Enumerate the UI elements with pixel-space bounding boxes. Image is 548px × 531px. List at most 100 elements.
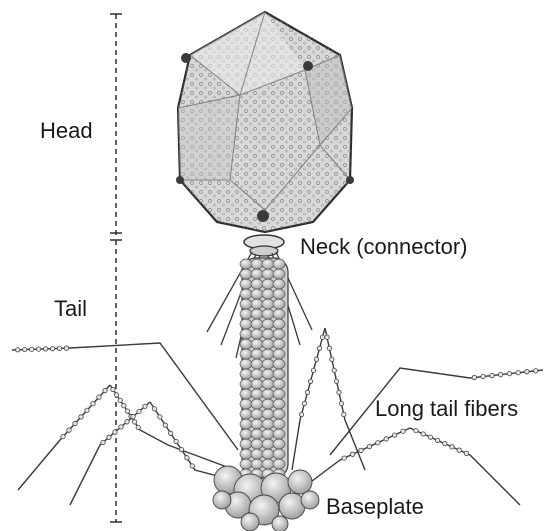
sheath-subunit xyxy=(240,319,252,329)
sheath-subunit xyxy=(240,289,252,299)
sheath-subunit xyxy=(240,459,252,469)
sheath-subunit xyxy=(240,269,252,279)
sheath-subunit xyxy=(262,299,274,309)
fiber-bead xyxy=(16,348,20,352)
sheath-subunit xyxy=(240,369,252,379)
sheath-subunit xyxy=(251,269,263,279)
baseplate-lobe xyxy=(241,513,259,531)
sheath-subunit xyxy=(251,419,263,429)
fiber-bead xyxy=(169,431,173,435)
sheath-subunit xyxy=(262,449,274,459)
sheath-subunit xyxy=(240,439,252,449)
sheath-subunit xyxy=(262,399,274,409)
fiber-bead xyxy=(36,347,40,351)
fiber-bead xyxy=(334,379,338,383)
sheath-subunit xyxy=(240,339,252,349)
sheath-subunit xyxy=(273,459,285,469)
fiber-bead xyxy=(137,409,141,413)
sheath-subunit xyxy=(251,259,263,269)
fiber-bead xyxy=(525,370,529,374)
tail-label: Tail xyxy=(54,298,87,320)
fiber-bead xyxy=(132,420,136,424)
sheath-subunit xyxy=(251,309,263,319)
sheath-subunit xyxy=(262,309,274,319)
fiber-bead xyxy=(330,357,334,361)
fiber-bead xyxy=(30,347,34,351)
sheath-subunit xyxy=(262,379,274,389)
fiber-bead xyxy=(457,448,461,452)
fiber-bead xyxy=(339,401,343,405)
fiber-bead xyxy=(299,412,303,416)
fiber-bead xyxy=(185,456,189,460)
fiber-bead xyxy=(131,414,135,418)
sheath-subunit xyxy=(251,359,263,369)
sheath-subunit xyxy=(273,389,285,399)
sheath-subunit xyxy=(262,409,274,419)
fiber-bead xyxy=(516,371,520,375)
sheath-subunit xyxy=(262,459,274,469)
sheath-subunit xyxy=(240,359,252,369)
fiber-bead xyxy=(325,335,329,339)
fiber-bead xyxy=(332,368,336,372)
baseplate-lobe xyxy=(213,491,231,509)
sheath-subunit xyxy=(251,339,263,349)
fiber-bead xyxy=(534,369,538,373)
fiber-bead xyxy=(464,451,468,455)
fiber-bead xyxy=(302,401,306,405)
fiber-bead xyxy=(350,452,354,456)
sheath-subunit xyxy=(273,419,285,429)
tail-fiber xyxy=(12,343,238,450)
sheath-subunit xyxy=(251,439,263,449)
fiber-bead xyxy=(113,430,117,434)
sheath-subunit xyxy=(240,259,252,269)
sheath-subunit xyxy=(262,359,274,369)
long-tail-fibers-label: Long tail fibers xyxy=(375,398,518,420)
fiber-bead xyxy=(136,425,140,429)
sheath-subunit xyxy=(273,399,285,409)
fiber-bead xyxy=(317,346,321,350)
sheath-subunit xyxy=(262,269,274,279)
sheath-subunit xyxy=(273,289,285,299)
sheath-subunit xyxy=(273,439,285,449)
sheath-subunit xyxy=(240,349,252,359)
sheath-subunit xyxy=(273,299,285,309)
fiber-bead xyxy=(50,346,54,350)
fiber-bead xyxy=(118,398,122,402)
sheath-subunit xyxy=(262,259,274,269)
sheath-subunit xyxy=(251,289,263,299)
fiber-bead xyxy=(450,445,454,449)
fiber-bead xyxy=(85,408,89,412)
sheath-subunit xyxy=(262,319,274,329)
fiber-bead xyxy=(190,464,194,468)
fiber-bead xyxy=(111,387,115,391)
fiber-bead xyxy=(143,404,147,408)
sheath-subunit xyxy=(262,279,274,289)
fiber-bead xyxy=(107,435,111,439)
sheath-subunit xyxy=(251,319,263,329)
tail-sheath xyxy=(240,258,288,479)
sheath-subunit xyxy=(251,279,263,289)
sheath-subunit xyxy=(262,389,274,399)
sheath-subunit xyxy=(240,379,252,389)
fiber-bead xyxy=(122,404,126,408)
sheath-subunit xyxy=(240,279,252,289)
fiber-bead xyxy=(498,372,502,376)
fiber-bead xyxy=(61,435,65,439)
fiber-bead xyxy=(119,425,123,429)
fiber-bead xyxy=(384,437,388,441)
fiber-bead xyxy=(91,402,95,406)
sheath-subunit xyxy=(273,379,285,389)
sheath-subunit xyxy=(273,309,285,319)
sheath-subunit xyxy=(273,279,285,289)
baseplate-lobe xyxy=(301,491,319,509)
tail-fiber xyxy=(110,385,235,470)
fiber-bead xyxy=(428,435,432,439)
fiber-bead xyxy=(305,390,309,394)
fiber-bead xyxy=(507,371,511,375)
fiber-bead xyxy=(174,439,178,443)
sheath-subunit xyxy=(251,379,263,389)
sheath-subunit xyxy=(240,399,252,409)
fiber-bead xyxy=(421,432,425,436)
